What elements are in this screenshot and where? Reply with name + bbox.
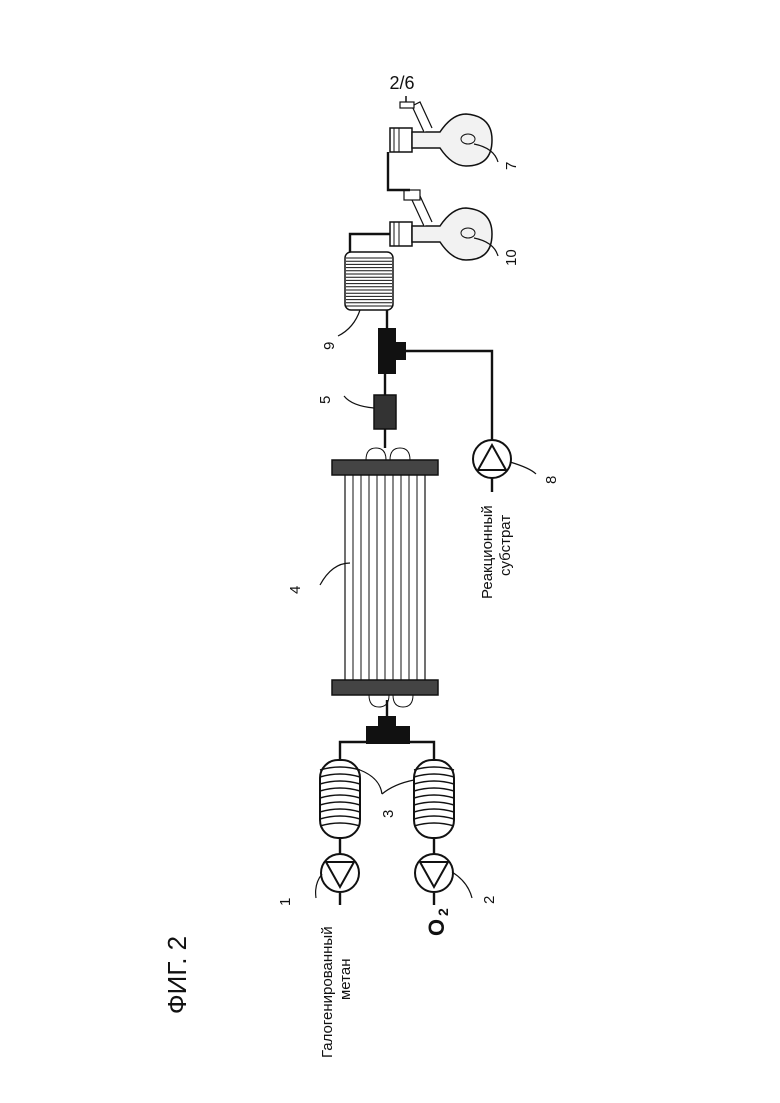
callout-3: 3 xyxy=(380,810,397,818)
flask-10-icon xyxy=(390,190,492,260)
svg-text:O: O xyxy=(424,919,449,936)
tube-reactor-4 xyxy=(332,448,438,707)
o2-label: O 2 xyxy=(424,908,451,936)
input-label-halogenated-methane: Галогенированный метан xyxy=(319,926,354,1058)
callout-7: 7 xyxy=(503,162,520,170)
substrate-tee xyxy=(378,328,406,374)
svg-text:2: 2 xyxy=(435,908,451,916)
callout-10: 10 xyxy=(503,249,520,266)
callout-2: 2 xyxy=(481,896,498,904)
pump-8-icon xyxy=(473,440,511,478)
flask-7-icon xyxy=(390,96,492,166)
callout-4: 4 xyxy=(287,586,304,594)
callout-1: 1 xyxy=(277,898,294,906)
svg-text:Галогенированный: Галогенированный xyxy=(319,926,336,1058)
pump-2-icon xyxy=(415,854,453,892)
callout-8: 8 xyxy=(543,476,560,484)
mixing-tee xyxy=(366,716,410,744)
block-5 xyxy=(374,395,396,429)
svg-text:субстрат: субстрат xyxy=(497,515,514,576)
svg-text:Реакционный: Реакционный xyxy=(479,505,496,599)
input-label-reaction-substrate: Реакционный субстрат xyxy=(479,505,514,599)
page-number: 2/6 xyxy=(389,73,414,93)
coil-3b-icon xyxy=(414,760,454,838)
pump-1-icon xyxy=(321,854,359,892)
figure-label: ФИГ. 2 xyxy=(162,936,192,1014)
svg-text:метан: метан xyxy=(337,959,354,1000)
coil-9-icon xyxy=(345,252,393,310)
callout-9: 9 xyxy=(321,342,338,350)
callout-5: 5 xyxy=(317,396,334,404)
coil-3a-icon xyxy=(320,760,360,838)
